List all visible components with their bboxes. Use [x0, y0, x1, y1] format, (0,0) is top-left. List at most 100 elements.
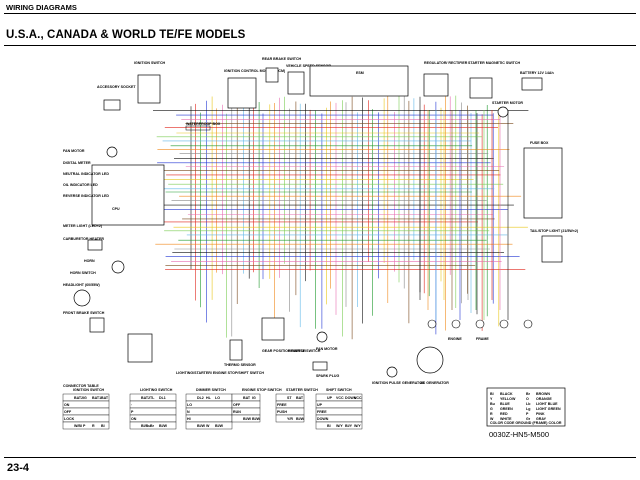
svg-text:ESM: ESM — [356, 71, 364, 75]
switch-table-row: OFF — [64, 410, 72, 414]
svg-text:HORN SWITCH: HORN SWITCH — [70, 271, 96, 275]
color-legend-entry: Gr — [526, 417, 531, 421]
svg-text:ENGINE: ENGINE — [448, 337, 462, 341]
switch-table-col: IG — [83, 396, 87, 400]
switch-table-row: ON — [131, 417, 137, 421]
color-legend-entry: Br — [526, 392, 531, 396]
section-label: WIRING DIAGRAMS — [6, 3, 77, 12]
switch-table-title: DIMMER SWITCH — [196, 388, 226, 392]
switch-table-row: N — [187, 410, 190, 414]
color-legend-entry: ORANGE — [536, 397, 552, 401]
svg-text:LIGHTING/STARTER/ ENGINE STOP/: LIGHTING/STARTER/ ENGINE STOP/SHIFT SWIT… — [176, 371, 264, 375]
svg-text:SPARK PLUG: SPARK PLUG — [316, 374, 339, 378]
svg-text:FAN MOTOR: FAN MOTOR — [63, 149, 85, 153]
svg-text:REGULATOR/ RECTIFIER: REGULATOR/ RECTIFIER — [424, 61, 468, 65]
switch-table-row: OFF — [233, 403, 241, 407]
switch-table-row: RUN — [233, 410, 241, 414]
svg-text:TAIL/STOP LIGHT (21/5W×2): TAIL/STOP LIGHT (21/5W×2) — [530, 229, 579, 233]
switch-table-color: W — [206, 424, 210, 428]
svg-text:FUSE BOX: FUSE BOX — [530, 141, 549, 145]
svg-text:NEUTRAL INDICATOR LED: NEUTRAL INDICATOR LED — [63, 172, 109, 176]
waterproof-box: WATERPROOF BOX — [185, 122, 221, 131]
switch-table-color: W/Bl — [74, 424, 82, 428]
ground-terminal — [427, 319, 437, 329]
switch-table-color: R — [92, 424, 95, 428]
svg-text:THERMO SENSOR: THERMO SENSOR — [224, 363, 256, 367]
switch-table-row: DOWN — [317, 417, 329, 421]
svg-text:CPU: CPU — [112, 207, 120, 211]
svg-text:CONNECTOR TABLE: CONNECTOR TABLE — [63, 384, 99, 388]
ground-terminal — [475, 319, 485, 329]
starter-motor: STARTER MOTOR — [492, 101, 523, 118]
fan-motor: FAN MOTOR — [63, 146, 118, 158]
switch-table-title: IGNITION SWITCH — [73, 388, 105, 392]
fuse-box: FUSE BOX — [523, 141, 563, 219]
switch-table-row: HI — [187, 417, 191, 421]
switch-table-color: Bl/W — [197, 424, 206, 428]
svg-text:STARTER MAGNETIC SWITCH: STARTER MAGNETIC SWITCH — [468, 61, 520, 65]
svg-text:FRAME: FRAME — [476, 337, 489, 341]
svg-text:ACCESSORY SOCKET: ACCESSORY SOCKET — [97, 85, 136, 89]
switch-table-col: DL1 — [159, 396, 166, 400]
color-legend-entry: Bu — [490, 402, 495, 406]
svg-text:GEAR POSITION SWITCH: GEAR POSITION SWITCH — [262, 349, 306, 353]
color-legend-entry: RED — [500, 412, 508, 416]
battery: BATTERY 12V 14Ah — [520, 71, 554, 91]
svg-text:WATERPROOF BOX: WATERPROOF BOX — [186, 122, 221, 126]
color-legend-entry: LIGHT GREEN — [536, 407, 561, 411]
switch-table-col: UP — [327, 396, 333, 400]
svg-text:REVERSE INDICATOR LED: REVERSE INDICATOR LED — [63, 194, 109, 198]
top-rule — [4, 13, 636, 14]
engine-ground: ENGINE FRAME — [448, 337, 489, 341]
color-legend-entry: G — [490, 407, 493, 411]
ac-generator: AC GENERATOR — [416, 346, 449, 385]
color-legend-entry: YELLOW — [500, 397, 516, 401]
switch-table-color: W/Y — [354, 424, 361, 428]
part-code: 0030Z-HN5-M500 — [489, 430, 550, 439]
rear-brake-switch: REAR BRAKE SWITCH — [262, 57, 302, 83]
switch-table-col: BAT2 — [141, 396, 150, 400]
color-legend-entry: BLACK — [500, 392, 513, 396]
ground-terminal — [523, 319, 533, 329]
ground-terminal — [499, 319, 509, 329]
svg-text:STARTER MOTOR: STARTER MOTOR — [492, 101, 523, 105]
ignition-coil: SPARK PLUG — [312, 361, 339, 378]
color-legend-entry: W — [490, 417, 494, 421]
color-legend-entry: BROWN — [536, 392, 550, 396]
svg-text:FRONT BRAKE SWITCH: FRONT BRAKE SWITCH — [63, 311, 105, 315]
switch-table-col: ST — [287, 396, 292, 400]
fan-motor-lower: FAN MOTOR — [316, 331, 338, 351]
switch-table-row: P — [131, 410, 134, 414]
switch-table-title: ENGINE STOP SWITCH — [242, 388, 282, 392]
switch-table-title: SHIFT SWITCH — [326, 388, 352, 392]
color-legend-entry: Lb — [526, 402, 531, 406]
ground-terminal — [451, 319, 461, 329]
switch-table-color: Bl/W — [215, 424, 224, 428]
switch-table-row: UP — [317, 403, 323, 407]
color-legend-entry: O — [526, 397, 529, 401]
svg-text:CARBURETOR HEATER: CARBURETOR HEATER — [63, 237, 104, 241]
svg-text:REAR BRAKE SWITCH: REAR BRAKE SWITCH — [262, 57, 302, 61]
svg-text:METER LIGHT (LED×2): METER LIGHT (LED×2) — [63, 224, 103, 228]
switch-table-col: BAT — [243, 396, 251, 400]
switch-table-row: ON — [64, 403, 70, 407]
switch-table-col: DOWN — [345, 396, 357, 400]
switch-table-row: FREE — [277, 403, 287, 407]
switch-table-color: Bl/W — [243, 417, 252, 421]
svg-text:IGNITION PULSE GENERATOR: IGNITION PULSE GENERATOR — [372, 381, 425, 385]
svg-text:REVERSE SWITCH: REVERSE SWITCH — [288, 349, 321, 353]
color-legend-entry: R — [490, 412, 493, 416]
switch-table-color: Bl/W — [159, 424, 168, 428]
ignition-switch: IGNITION SWITCH — [134, 61, 166, 104]
switch-table-color: Bl — [327, 424, 331, 428]
horn: HORN HORN SWITCH — [70, 259, 125, 275]
svg-text:DIGITAL METER: DIGITAL METER — [63, 161, 91, 165]
thermo-sensor: THERMO SENSOR — [224, 339, 256, 367]
switch-tables: CONNECTOR TABLE IGNITION SWITCH BAT2 IG BAT… — [62, 384, 363, 430]
